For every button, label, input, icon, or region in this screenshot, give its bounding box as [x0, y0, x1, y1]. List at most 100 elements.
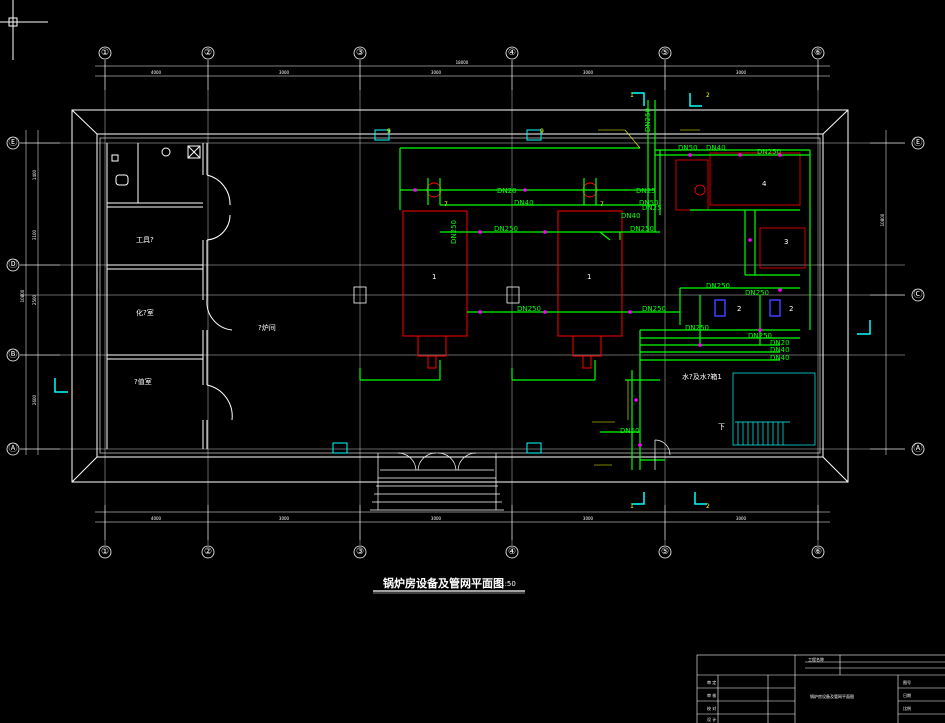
drawing-scale: 1:50 [500, 580, 516, 588]
section-mark-3: 1 [630, 503, 634, 510]
axis-bubbles-bottom [98, 545, 825, 559]
tb-row-3: 校 对 [707, 705, 716, 711]
window-units [332, 129, 542, 454]
pumps [714, 299, 781, 317]
pipe-label-17: DN20 [770, 339, 790, 347]
section-mark-1: 1 [630, 92, 634, 99]
annotation-leaders [592, 129, 700, 466]
dim-top-total: 18000 [456, 60, 469, 65]
axis-left-b: Ⓑ [8, 349, 17, 360]
tb-date: 日期 [903, 692, 911, 698]
dim-left-seg-4: 2600 [32, 394, 37, 405]
axis-left-d: Ⓓ [8, 259, 17, 270]
dim-top-seg-4: 3000 [583, 70, 594, 75]
pipe-label-9: DN250 [517, 305, 541, 313]
pipe-label-15: DN250 [685, 324, 709, 332]
room-lab: 化?室 [136, 308, 154, 317]
room-duty: ?值室 [134, 377, 152, 386]
axis-top-6: ⑥ [814, 48, 822, 58]
tb-sheet-title: 锅炉房设备及管网平面图 [810, 693, 854, 699]
dim-bottom-seg-1: 4000 [151, 516, 162, 521]
pipe-label-10: DN40 [706, 144, 726, 152]
dim-left-seg-1: 1400 [32, 169, 37, 180]
axis-top-3: ③ [356, 48, 364, 58]
room-boiler: ?炉间 [258, 323, 276, 332]
item-3-label: 3 [784, 238, 788, 246]
tb-project: 工程名称 [808, 656, 824, 662]
dim-right: 10800 [880, 213, 885, 226]
axis-left-e: Ⓔ [8, 137, 17, 148]
axis-bottom-6: ⑥ [814, 547, 822, 557]
pipe-label-13: DN250 [706, 282, 730, 290]
dim-left-total: 10800 [20, 289, 25, 302]
pipe-label-14: DN250 [745, 289, 769, 297]
axis-bubbles-top [98, 46, 825, 60]
tb-sheet-no: 图号 [903, 679, 911, 685]
axis-bubbles-side [6, 136, 925, 456]
room-tool: 工具? [136, 236, 154, 244]
tb-scale-label: 比例 [903, 705, 911, 711]
boiler-2-label: 1 [587, 273, 591, 281]
axis-bottom-3: ③ [356, 547, 364, 557]
dim-top-seg-2: 3000 [279, 70, 290, 75]
pipe-label-20: DN50 [678, 144, 698, 152]
boiler-1-label: 1 [432, 273, 436, 281]
axis-top-4: ④ [508, 48, 516, 58]
entrance-steps [370, 439, 671, 511]
right-dimension-lines [870, 130, 905, 455]
pipe-label-6: DN40 [621, 212, 641, 220]
axis-right-a: Ⓐ [913, 443, 922, 454]
tag-7-b: 7 [600, 201, 604, 208]
axis-bottom-5: ⑤ [661, 547, 669, 557]
pipe-label-1: DN20 [497, 187, 517, 195]
pipe-label-4: DN50 [639, 199, 659, 207]
dim-bottom-seg-5: 3000 [736, 516, 747, 521]
axis-right-e: Ⓔ [913, 137, 922, 148]
axis-right-c: Ⓒ [913, 289, 922, 300]
tb-row-1: 审 定 [707, 679, 716, 685]
pipe-label-7: DN250 [630, 225, 654, 233]
dim-bottom-seg-2: 3000 [279, 516, 290, 521]
pipe-label-8: DN250 [757, 148, 781, 156]
pipe-label-16: DN250 [748, 332, 772, 340]
dim-top-seg-1: 4000 [151, 70, 162, 75]
valve-markers [413, 153, 782, 447]
tag-7-a: 7 [444, 201, 448, 208]
pipe-label-22: DN250 [450, 220, 458, 244]
axis-top-2: ② [204, 48, 212, 58]
axis-top-5: ⑤ [661, 48, 669, 58]
stair-down: 下 [718, 423, 725, 431]
crosshair-cursor-icon [0, 0, 48, 60]
tank-label: 4 [762, 180, 767, 188]
pipe-label-3: DN250 [494, 225, 518, 233]
pipe-label-5: DN25 [636, 187, 656, 195]
drawing-title: 锅炉房设备及管网平面图 [383, 576, 504, 590]
stairway [732, 372, 816, 446]
title-block [696, 654, 945, 723]
axis-bottom-1: ① [101, 547, 109, 557]
dim-bottom-seg-3: 3000 [431, 516, 442, 521]
pipe-label-18: DN40 [770, 346, 790, 354]
dim-top-seg-3: 3000 [431, 70, 442, 75]
interior-walls [106, 143, 233, 449]
dim-bottom-seg-4: 3000 [583, 516, 594, 521]
pipe-label-12: DN250 [642, 305, 666, 313]
column-markers [353, 286, 520, 304]
axis-bottom-4: ④ [508, 547, 516, 557]
axis-left-a: Ⓐ [8, 443, 17, 454]
axis-bottom-2: ② [204, 547, 212, 557]
axis-grid-lines [20, 60, 905, 545]
pump-a-label: 2 [737, 305, 741, 313]
room-soft-water: 水?及水?箱1 [682, 372, 722, 381]
dim-top-seg-5: 3000 [736, 70, 747, 75]
left-dimension-lines [20, 130, 60, 455]
tb-row-2: 审 核 [707, 692, 716, 698]
tag-9-a: 9 [387, 128, 391, 135]
axis-top-1: ① [101, 48, 109, 58]
pipe-label-11: DN50 [620, 427, 640, 435]
section-mark-4: 2 [706, 503, 710, 510]
section-markers [54, 92, 871, 505]
building-outline [71, 109, 849, 483]
tb-row-4: 设 计 [707, 716, 716, 722]
